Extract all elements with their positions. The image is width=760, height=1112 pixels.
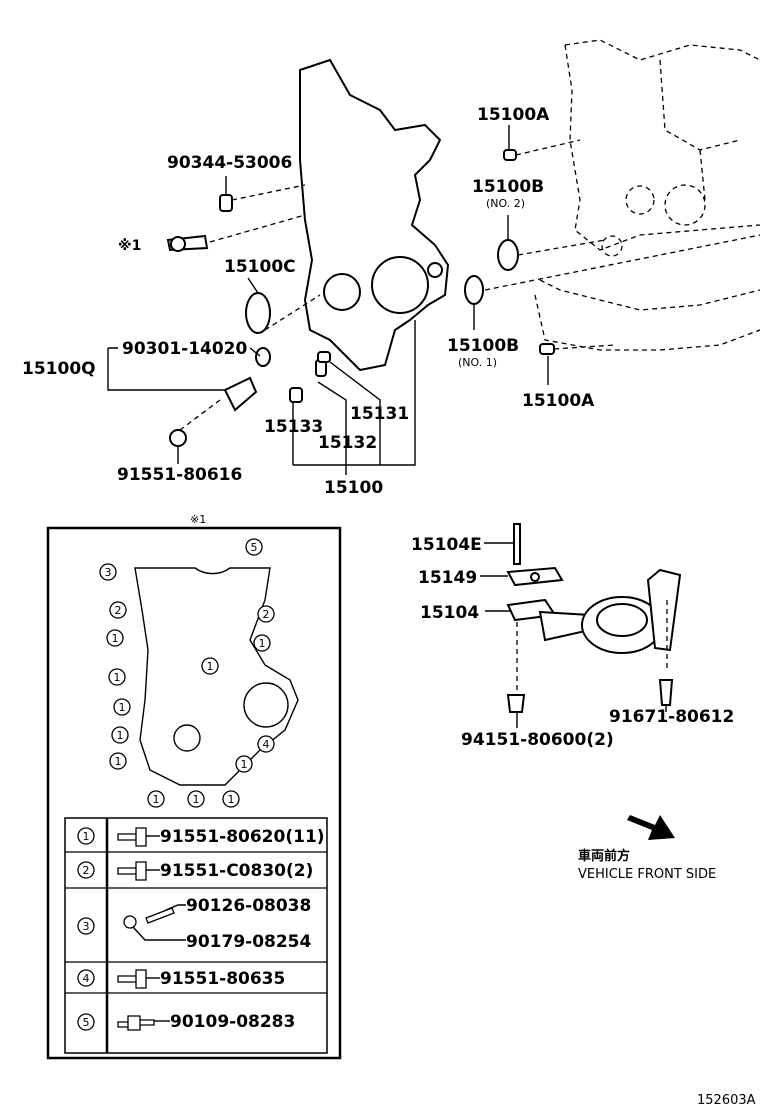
table-row: 1 91551-80620(11) (77, 827, 325, 847)
table-row: 2 91551-C0830(2) (77, 861, 313, 881)
svg-text:91551-80620(11): 91551-80620(11) (160, 827, 325, 847)
label-90344-53006: 90344-53006 (167, 153, 292, 173)
label-15100A-bottom: 15100A (522, 391, 595, 411)
oil-strainer-drawing (480, 523, 682, 728)
svg-text:1: 1 (83, 830, 90, 843)
svg-text:1: 1 (112, 632, 119, 645)
label-94151-80600: 94151-80600(2) (461, 730, 614, 750)
svg-text:90179-08254: 90179-08254 (186, 932, 312, 952)
svg-text:4: 4 (263, 738, 270, 751)
bolt-icon (117, 1015, 155, 1031)
inset-gasket-detail: ※1 5 3 2 2 1 1 1 1 1 1 1 4 1 1 1 1 (46, 513, 342, 1060)
svg-text:2: 2 (83, 864, 90, 877)
label-15133: 15133 (264, 417, 323, 437)
label-ref1: ※1 (118, 238, 141, 254)
svg-text:1: 1 (115, 755, 122, 768)
label-15100B-no2: 15100B (472, 177, 544, 197)
svg-text:1: 1 (193, 793, 200, 806)
stud-icon (145, 907, 175, 924)
svg-text:3: 3 (83, 920, 90, 933)
svg-text:90126-08038: 90126-08038 (186, 896, 311, 916)
direction-label-jp: 車両前方 (578, 848, 630, 864)
label-15104E: 15104E (411, 535, 482, 555)
label-15100: 15100 (324, 478, 383, 498)
gasket-markers: 5 3 2 2 1 1 1 1 1 1 1 4 1 1 1 1 (99, 538, 275, 808)
label-15100A-top: 15100A (477, 105, 550, 125)
front-direction-arrow-icon (627, 815, 675, 840)
svg-text:1: 1 (117, 729, 124, 742)
table-row: 3 90126-08038 90179-08254 (77, 896, 312, 952)
leader-lines (107, 125, 760, 475)
label-no1: (NO. 1) (458, 356, 497, 369)
svg-text:4: 4 (83, 972, 90, 985)
direction-label-en: VEHICLE FRONT SIDE (578, 867, 716, 882)
svg-text:5: 5 (83, 1016, 90, 1029)
label-15104: 15104 (420, 603, 479, 623)
svg-text:2: 2 (263, 608, 270, 621)
label-15100B-no1: 15100B (447, 336, 519, 356)
nut-icon (123, 915, 137, 929)
table-row: 4 91551-80635 (77, 969, 285, 989)
bolt-icon (117, 861, 147, 881)
svg-text:5: 5 (251, 541, 258, 554)
bolt-icon (117, 969, 147, 989)
svg-text:90109-08283: 90109-08283 (170, 1012, 295, 1032)
svg-text:1: 1 (119, 701, 126, 714)
label-91671-80612: 91671-80612 (609, 707, 734, 727)
label-15100Q: 15100Q (22, 359, 96, 379)
svg-text:3: 3 (105, 566, 112, 579)
svg-text:1: 1 (114, 671, 121, 684)
svg-text:91551-80635: 91551-80635 (160, 969, 285, 989)
label-no2: (NO. 2) (486, 197, 525, 210)
inset-title: ※1 (190, 513, 206, 526)
svg-text:1: 1 (228, 793, 235, 806)
svg-text:1: 1 (153, 793, 160, 806)
svg-text:1: 1 (259, 637, 266, 650)
label-15131: 15131 (350, 404, 409, 424)
svg-text:91551-C0830(2): 91551-C0830(2) (160, 861, 313, 881)
figure-id: 152603A (697, 1093, 756, 1108)
label-15100C: 15100C (224, 257, 296, 277)
bolt-table: 1 91551-80620(11) 2 91551-C0830(2) 3 901… (64, 817, 328, 1054)
label-90301-14020: 90301-14020 (122, 339, 248, 359)
svg-text:1: 1 (241, 758, 248, 771)
label-15149: 15149 (418, 568, 477, 588)
timing-chain-cover-drawing (299, 58, 450, 372)
svg-text:2: 2 (115, 604, 122, 617)
label-15132: 15132 (318, 433, 377, 453)
engine-block-drawing (534, 39, 760, 351)
svg-text:1: 1 (207, 660, 214, 673)
bolt-icon (117, 827, 147, 847)
label-91551-80616: 91551-80616 (117, 465, 242, 485)
table-row: 5 90109-08283 (77, 1012, 295, 1032)
